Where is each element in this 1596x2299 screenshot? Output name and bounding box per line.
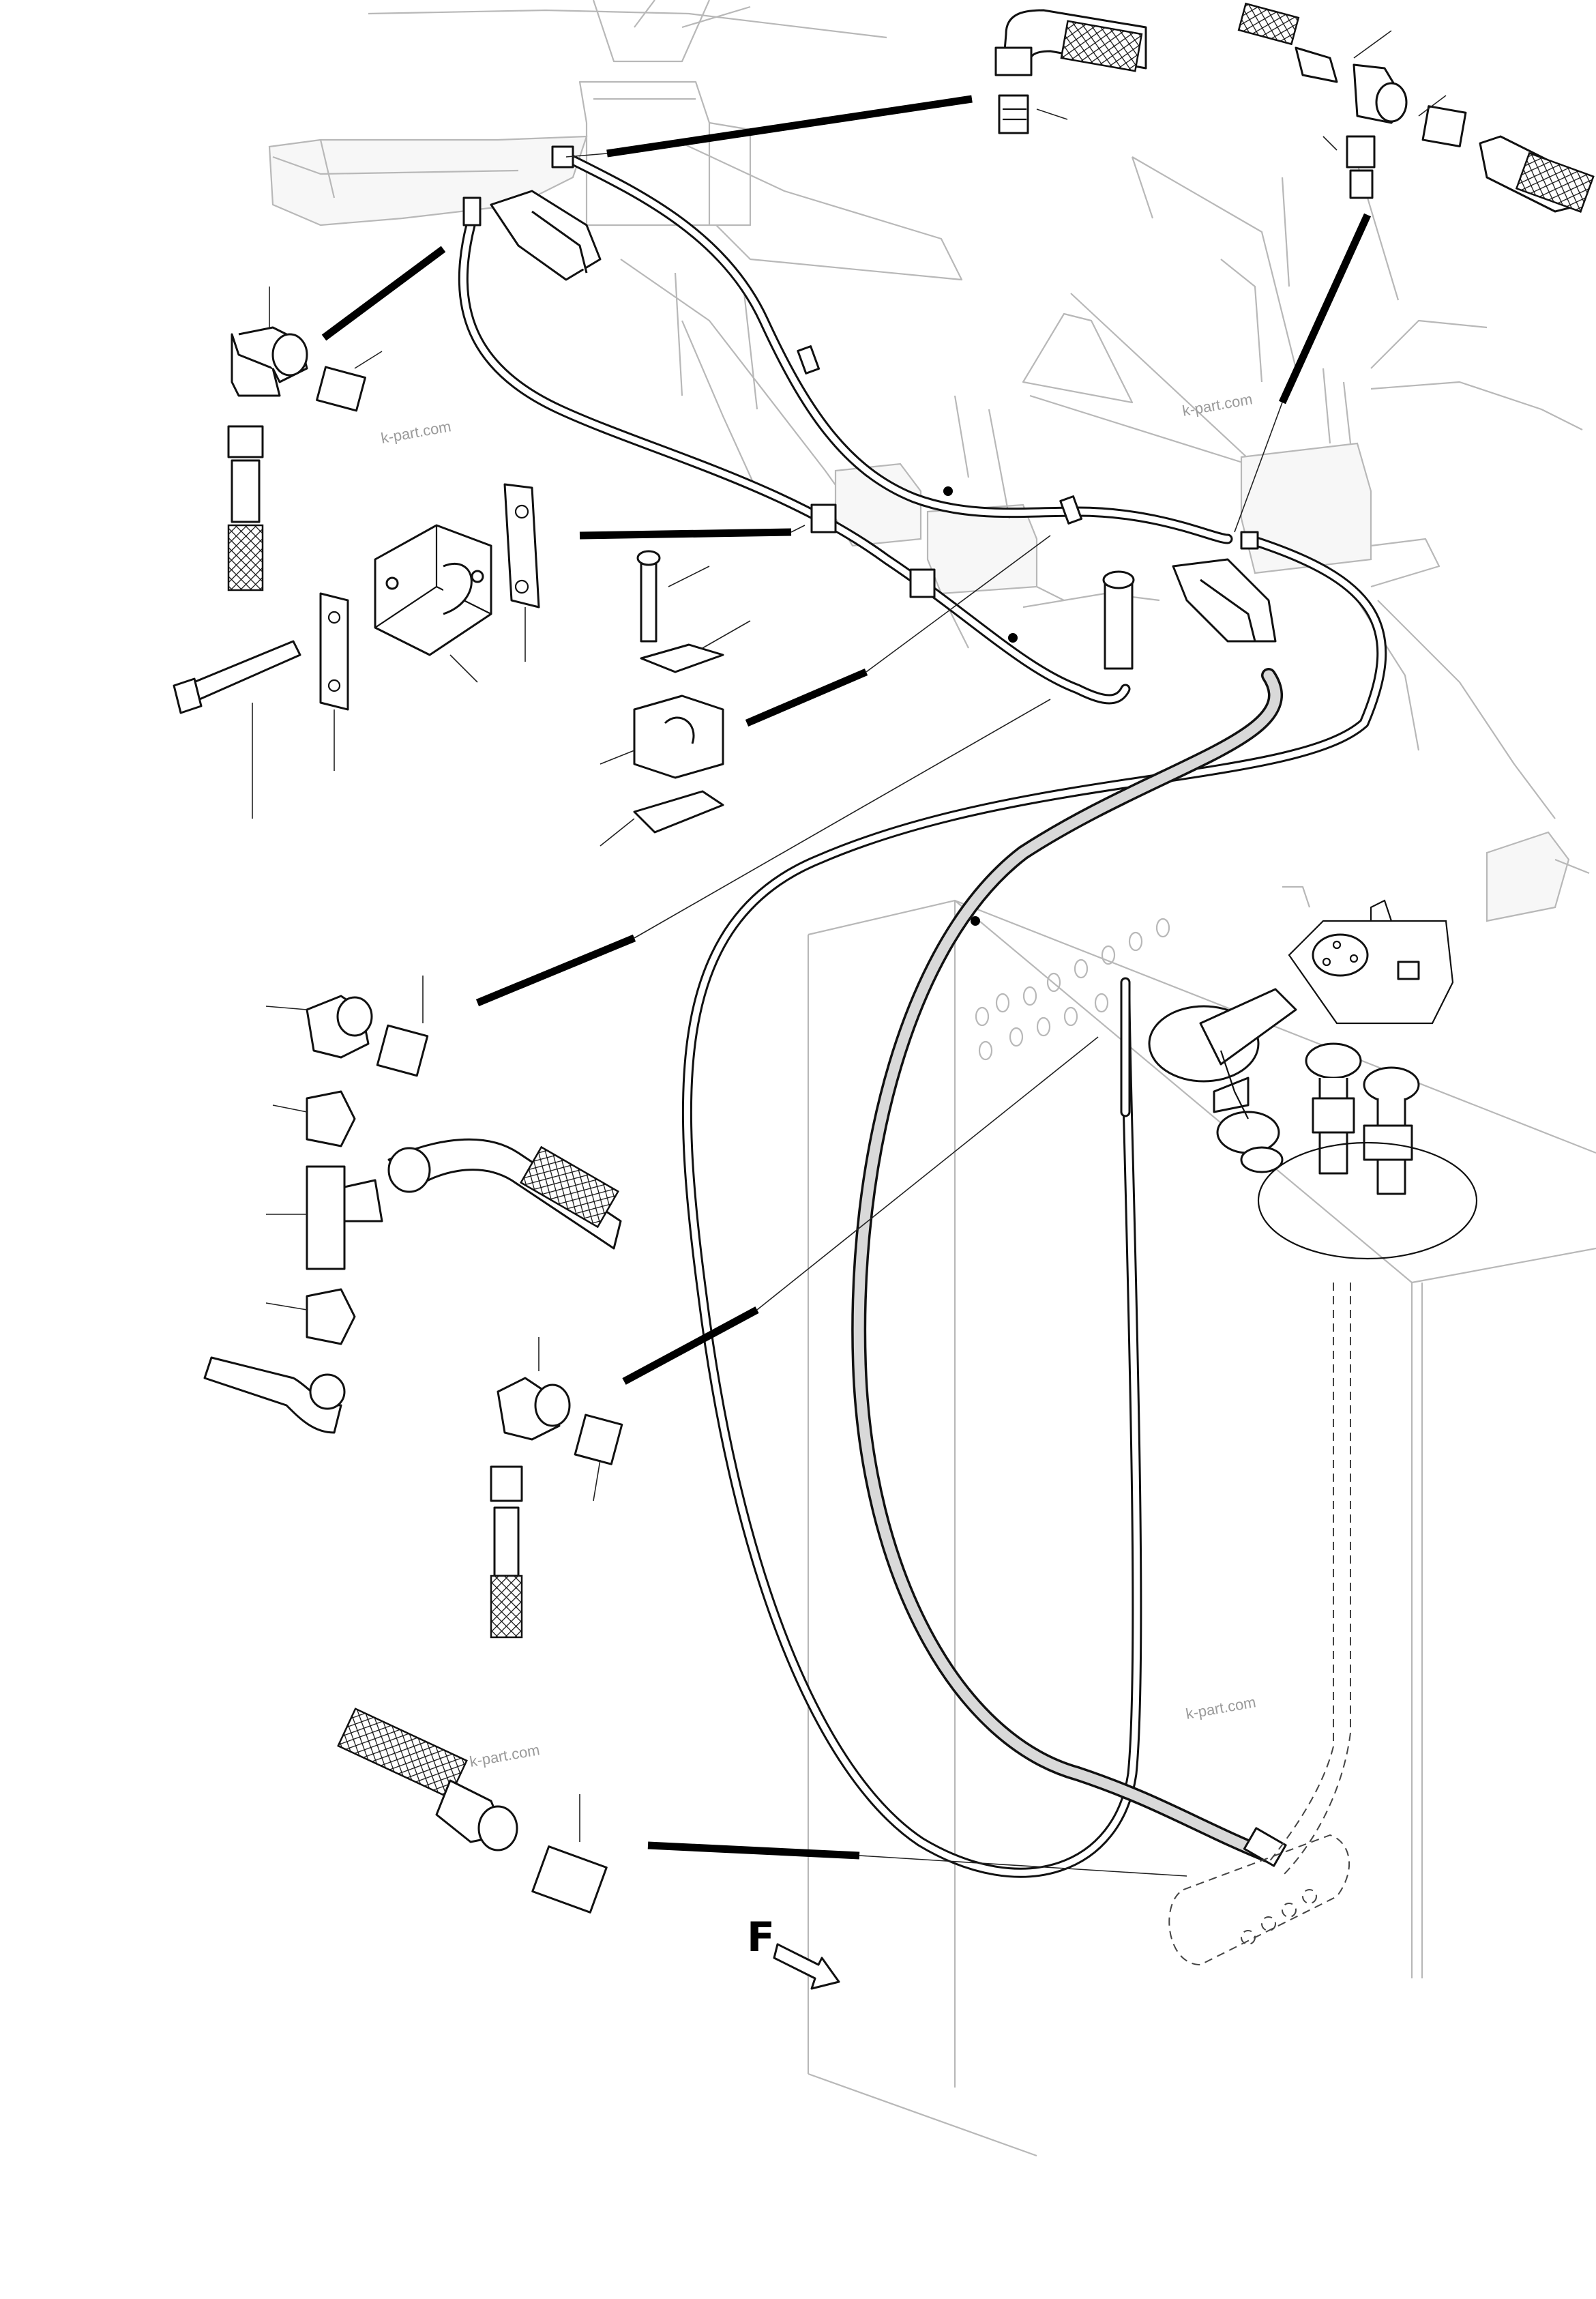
- tee-fitting-top-right: [1237, 2, 1595, 214]
- elbow-fitting-lower: [490, 1337, 623, 1639]
- view-label: F: [747, 1914, 775, 1961]
- hose-left-loop: [458, 220, 1131, 705]
- view-direction-indicator: F: [747, 1914, 840, 1990]
- hose-clamp-markers: [797, 345, 1083, 926]
- tank-valve-assembly: [1148, 899, 1478, 1260]
- hose-large-loop: [681, 533, 1387, 1878]
- cabinet-holes: [975, 918, 1170, 1061]
- thin-leader-lines: [565, 153, 1283, 1877]
- elbow-fitting-top-center: [994, 9, 1147, 134]
- watermark-text: k-part.com: [1181, 390, 1254, 420]
- hose-braided-main: [851, 668, 1283, 1863]
- upper-valve-bracket: [462, 145, 602, 281]
- tee-fitting-stack-left: [203, 976, 622, 1434]
- clamp-kit-left: [173, 483, 540, 819]
- pointer-lines: [321, 95, 1372, 1860]
- elbow-fitting-left: [227, 287, 383, 591]
- hose-upper-thin: [561, 151, 1233, 544]
- watermark-text: k-part.com: [469, 1741, 542, 1770]
- tank-hose-fitting: [1243, 1827, 1287, 1867]
- right-valve-bracket: [1102, 531, 1277, 670]
- hidden-return-pipe: [1168, 1283, 1351, 1966]
- clamp-kit-center: [600, 550, 751, 847]
- watermark-text: k-part.com: [1185, 1693, 1258, 1723]
- watermark-text: k-part.com: [380, 418, 453, 447]
- hose-end-fitting-bottom: [337, 1708, 608, 1914]
